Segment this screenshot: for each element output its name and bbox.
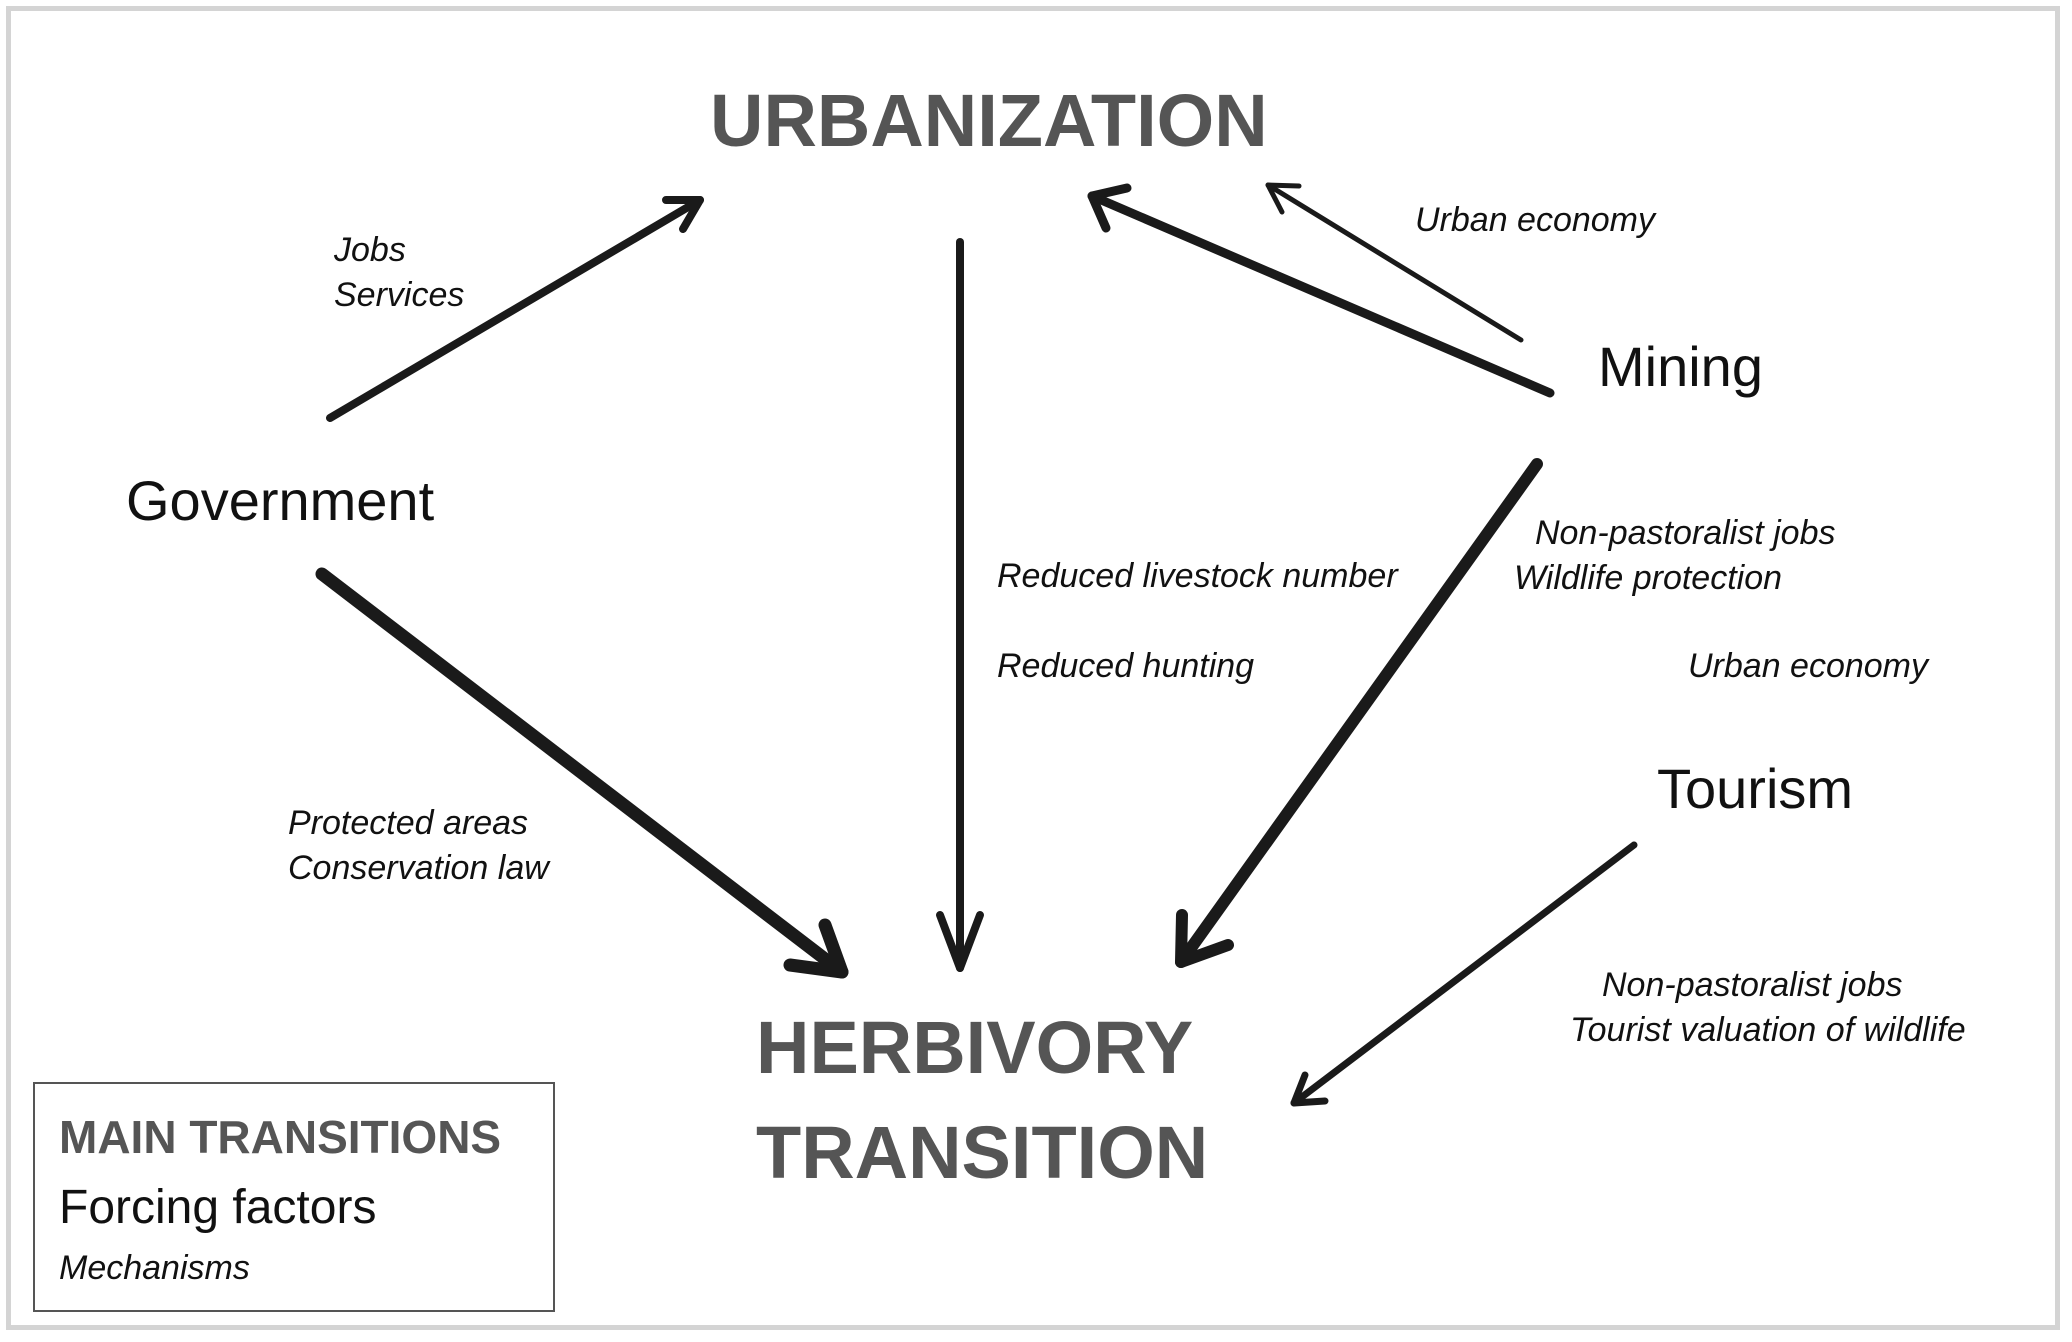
mechanism-mining-urban-economy: Urban economy [1415,201,1656,239]
legend-mechanisms: Mechanisms [59,1249,250,1287]
legend-main-transitions: MAIN TRANSITIONS [59,1111,502,1163]
herbivory-title-line1: HERBIVORY [756,1006,1194,1089]
mechanism-reduced-livestock: Reduced livestock number [997,557,1398,595]
arrow-government-to-herbivory [315,567,849,979]
mechanism-protected-areas: Protected areas [288,804,529,842]
factor-mining: Mining [1598,335,1763,398]
factor-government: Government [126,469,435,532]
mechanism-wildlife-protection: Wildlife protection [1514,559,1783,597]
mechanism-reduced-hunting: Reduced hunting [997,647,1255,685]
arrow-government-to-urbanization [326,196,704,422]
mechanism-conservation-law: Conservation law [288,849,549,887]
arrow-mining-to-urbanization-economy [1265,182,1524,343]
mechanism-jobs: Jobs [334,231,406,269]
legend-box: MAIN TRANSITIONS Forcing factors Mechani… [33,1082,555,1312]
diagram-frame [6,6,2060,1330]
factor-tourism: Tourism [1657,757,1854,820]
arrow-mining-to-herbivory [1175,458,1543,968]
arrow-mining-to-urbanization [1087,183,1555,398]
mechanism-tourist-valuation: Tourist valuation of wildlife [1570,1011,1966,1049]
urbanization-title: URBANIZATION [710,79,1268,162]
mechanism-tourism-urban-economy: Urban economy [1688,647,1929,685]
arrow-tourism-to-herbivory [1290,841,1638,1107]
legend-forcing-factors: Forcing factors [59,1181,377,1234]
arrow-urbanization-to-herbivory [936,238,984,972]
mechanism-tourism-nonpastoralist-jobs: Non-pastoralist jobs [1602,966,1903,1004]
mechanism-services: Services [334,276,465,314]
herbivory-title-line2: TRANSITION [756,1111,1209,1194]
mechanism-mining-nonpastoralist-jobs: Non-pastoralist jobs [1535,514,1836,552]
